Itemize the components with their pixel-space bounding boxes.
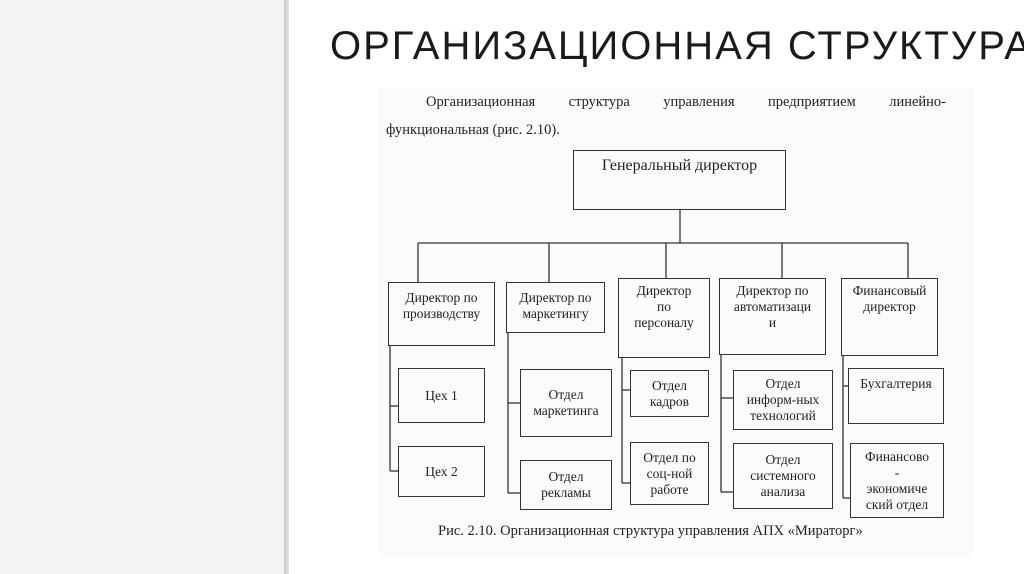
unit-label: Отдел информ-ных технологий — [746, 376, 820, 423]
scanned-figure: Организационная структура управления пре… — [378, 88, 974, 558]
unit-box-5-2: Финансово - экономиче ский отдел — [850, 443, 944, 518]
director-box-2: Директор по маркетингу — [506, 282, 605, 333]
left-panel — [0, 0, 284, 574]
director-box-3: Директор по персоналу — [618, 278, 710, 358]
unit-box-2-1: Отдел маркетинга — [520, 369, 612, 437]
connector-lines — [389, 210, 909, 499]
unit-box-1-1: Цех 1 — [398, 368, 485, 423]
unit-label: Отдел кадров — [649, 377, 690, 409]
intro-text-line-1: Организационная структура управления пре… — [426, 94, 946, 110]
unit-box-2-2: Отдел рекламы — [520, 460, 612, 510]
unit-label: Отдел рекламы — [541, 469, 591, 500]
unit-box-4-2: Отдел системного анализа — [733, 443, 833, 509]
unit-box-1-2: Цех 2 — [398, 446, 485, 497]
unit-label: Цех 1 — [425, 387, 458, 403]
figure-caption: Рис. 2.10. Организационная структура упр… — [438, 523, 863, 539]
director-label: Финансовый директор — [852, 283, 927, 314]
director-label: Директор по производству — [402, 290, 481, 321]
unit-box-5-1: Бухгалтерия — [848, 368, 944, 424]
director-box-4: Директор по автоматизаци и — [719, 278, 826, 355]
director-box-1: Директор по производству — [388, 282, 495, 346]
unit-label: Отдел по соц-ной работе — [643, 449, 696, 497]
ceo-label: Генеральный директор — [601, 157, 758, 174]
director-label: Директор по автоматизаци и — [733, 283, 812, 330]
unit-label: Отдел системного анализа — [750, 452, 816, 499]
director-box-5: Финансовый директор — [841, 278, 938, 356]
unit-label: Цех 2 — [425, 463, 458, 479]
intro-text-line-2: функциональная (рис. 2.10). — [386, 122, 560, 138]
director-label: Директор по маркетингу — [519, 290, 592, 321]
unit-label: Финансово - экономиче ский отдел — [864, 448, 930, 512]
unit-label: Отдел маркетинга — [533, 387, 599, 418]
slide-title: ОРГАНИЗАЦИОННАЯ СТРУКТУРА — [330, 24, 1024, 68]
unit-label: Бухгалтерия — [860, 376, 932, 391]
unit-box-3-1: Отдел кадров — [630, 370, 709, 417]
left-divider — [284, 0, 289, 574]
director-label: Директор по персоналу — [634, 283, 694, 330]
ceo-box: Генеральный директор — [573, 150, 786, 210]
unit-box-3-2: Отдел по соц-ной работе — [630, 442, 709, 505]
unit-box-4-1: Отдел информ-ных технологий — [733, 370, 833, 430]
